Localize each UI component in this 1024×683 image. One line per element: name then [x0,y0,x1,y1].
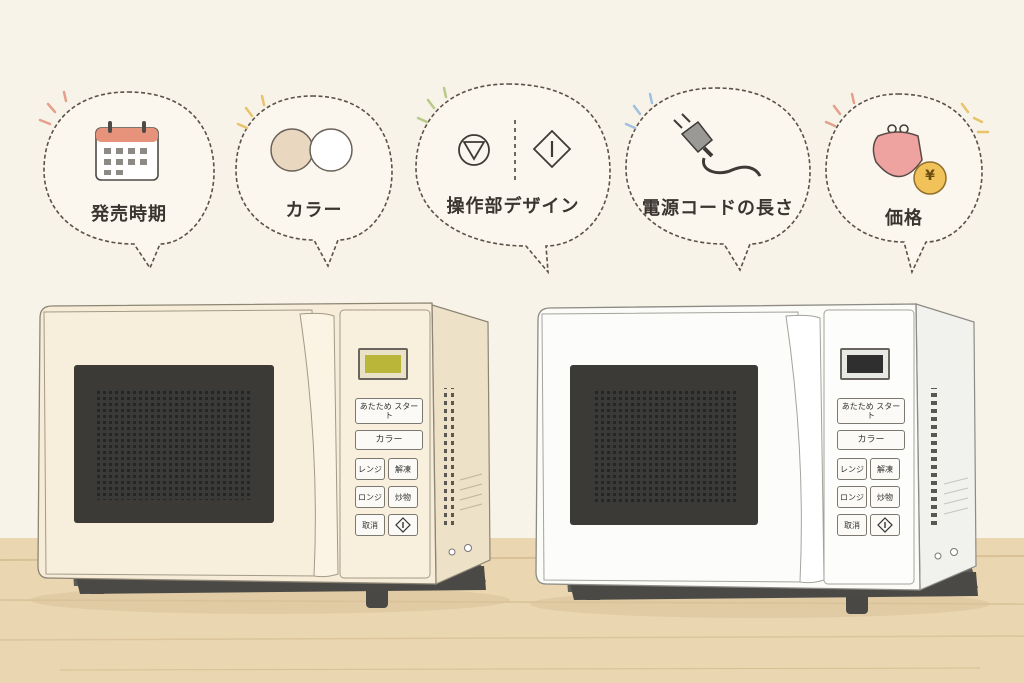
oven-button[interactable]: ロンジ [837,486,867,508]
display-screen [840,348,890,380]
color-button[interactable]: カラー [837,430,905,450]
range-button[interactable]: レンジ [837,458,867,480]
bubble-label: カラー [285,200,343,221]
color-button[interactable]: カラー [355,430,423,450]
bubble-label: 電源コードの長さ [642,198,794,219]
range-button[interactable]: レンジ [355,458,385,480]
cancel-button[interactable]: 取消 [837,514,867,536]
cook-button[interactable]: 炒物 [870,486,900,508]
control-symbols-icon [458,120,572,182]
coin-purse-yen-icon [872,124,947,195]
start-button[interactable] [388,514,418,536]
cancel-button[interactable]: 取消 [355,514,385,536]
start-diamond-icon [395,517,411,533]
bubble-shape-5 [824,92,990,275]
power-plug-icon [673,113,762,177]
display-lcd [847,355,883,373]
yen-symbol: ¥ [925,168,935,184]
bubble-label: 価格 [885,208,923,229]
oven-button[interactable]: ロンジ [355,486,385,508]
display-screen [358,348,408,380]
bubble-shape-3 [415,83,611,275]
start-button[interactable] [870,514,900,536]
display-lcd [365,355,401,373]
defrost-button[interactable]: 解凍 [870,458,900,480]
color-circles-icon [270,128,353,172]
bubble-label: 発売時期 [91,204,167,225]
bubble-shape-4 [624,87,811,272]
cook-button[interactable]: 炒物 [388,486,418,508]
microwave-cream [37,302,491,608]
microwave-white [535,303,978,614]
calendar-icon [95,121,159,181]
bubble-label: 操作部デザイン [446,196,580,217]
start-diamond-icon [877,517,893,533]
defrost-button[interactable]: 解凍 [388,458,418,480]
reheat-start-button[interactable]: あたため スタート [355,398,423,424]
reheat-start-button[interactable]: あたため スタート [837,398,905,424]
